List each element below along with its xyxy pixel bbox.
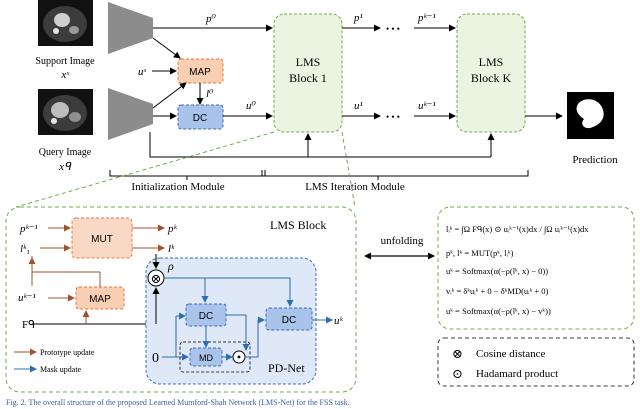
uk-minus-1-input: uᵏ⁻¹ [18,292,36,304]
support-encoder [108,2,153,54]
rho-label: ρ [167,259,174,273]
lms-block-detail-title: LMS Block [270,218,326,232]
mut-label: MUT [91,234,113,245]
pd-dc2-box [265,307,313,331]
unfolding-label: unfolding [381,235,424,247]
rho-to-dc2-arrow [164,277,294,307]
operator-legend-box [437,337,635,387]
equation-4: vᵢᵏ = δᵏuᵢᵏ + 0 − δᵏMD(uᵢᵏ + 0) [446,286,549,296]
support-image-label: Support Image [35,56,95,67]
pk-minus-1-label: pᵏ⁻¹ [417,12,436,24]
lms-block-k-line2: Block K [471,71,512,85]
us-label: uˢ [138,66,147,78]
lk-1-input: lᵏ₁ [20,243,30,255]
dc-label: DC [193,113,207,124]
prediction-image [567,92,614,139]
legend-prototype-label: Prototype update [40,348,95,357]
u0-label: u⁰ [246,100,257,112]
equations-box [437,206,635,330]
cosine-node-symbol: ⊗ [151,271,162,286]
uk-output-label: uᵏ [334,315,344,327]
unfolding-arrow-left-head [364,252,371,260]
lk-output-label: lᵏ [168,243,175,255]
l0-label: l⁰ [206,88,214,100]
lms-block-1-line1: LMS [296,55,321,69]
support-image [38,0,93,46]
figure-caption: Fig. 2. The overall structure of the pro… [6,398,350,407]
mut-box [71,217,133,259]
fq-input: Fᑫ [22,319,35,331]
lms-iteration-module-label: LMS Iteration Module [305,181,405,193]
pd-net-region [145,257,317,385]
support-image-var: xˢ [60,69,69,81]
lms-block-1 [273,13,343,133]
equation-2: pᵏ, lᵏ = MUT(pᵏ, lᵢᵏ) [446,248,514,258]
support-to-map-arrow [152,37,181,59]
query-to-map-arrow [152,82,187,109]
query-feature-line [149,132,491,158]
ellipsis-top: • • • [386,24,400,34]
ellipsis-bottom: • • • [386,112,400,122]
query-encoder [108,88,153,140]
zoom-line-left [15,131,275,208]
operator-hadamard-label: Hadamard product [476,368,558,380]
map-to-lk-1-arrow [28,257,101,287]
query-image-var: xᑫ [58,161,72,173]
pd-net-label: PD-Net [268,361,305,375]
equation-5: uᵏ = Softmax(α(−ρ(lᵏ, x) − vᵏ)) [446,306,551,316]
hadamard-to-dc2-arrow [245,316,265,358]
query-image [38,89,93,135]
lms-block-k [456,13,526,133]
zero-input: 0 [152,351,159,366]
p1-label: p¹ [353,12,363,24]
dc-box [177,104,224,130]
dc1-to-hadamard-arrow [226,314,250,351]
pd-dc2-label: DC [282,315,296,326]
pd-dc1-label: DC [199,311,213,322]
pk-minus-1-input: pᵏ⁻¹ [19,223,38,235]
u1-label: u¹ [354,100,363,112]
detail-map-label: MAP [89,294,111,305]
iteration-brace [261,170,529,180]
operator-cosine-symbol: ⊗ [452,346,463,361]
hadamard-node-dot [237,355,241,359]
equation-3: uᵏ = Softmax(α(−ρ(lᵏ, x) − 0)) [446,266,548,276]
lms-block-1-line2: Block 1 [289,71,327,85]
pk-output-label: pᵏ [167,223,178,235]
legend-mask-label: Mask update [40,365,82,374]
p0-label: p⁰ [205,13,217,25]
zoom-line-right [341,131,356,208]
equation-1: lᵢᵏ = ∫Ω Fᑫ(x) ⊙ uᵢᵏ⁻¹(x)dx / ∫Ω uᵢᵏ⁻¹(x… [446,224,589,235]
md-label: MD [199,353,213,363]
operator-hadamard-symbol: ⊙ [452,366,463,381]
initialization-brace [109,170,266,180]
lms-block-k-line1: LMS [479,55,504,69]
map-label: MAP [189,67,211,78]
query-image-label: Query Image [39,147,92,158]
initialization-module-label: Initialization Module [131,181,224,193]
prediction-label: Prediction [572,154,618,166]
operator-cosine-label: Cosine distance [476,348,545,360]
uk-minus-1-label: uᵏ⁻¹ [418,100,436,112]
